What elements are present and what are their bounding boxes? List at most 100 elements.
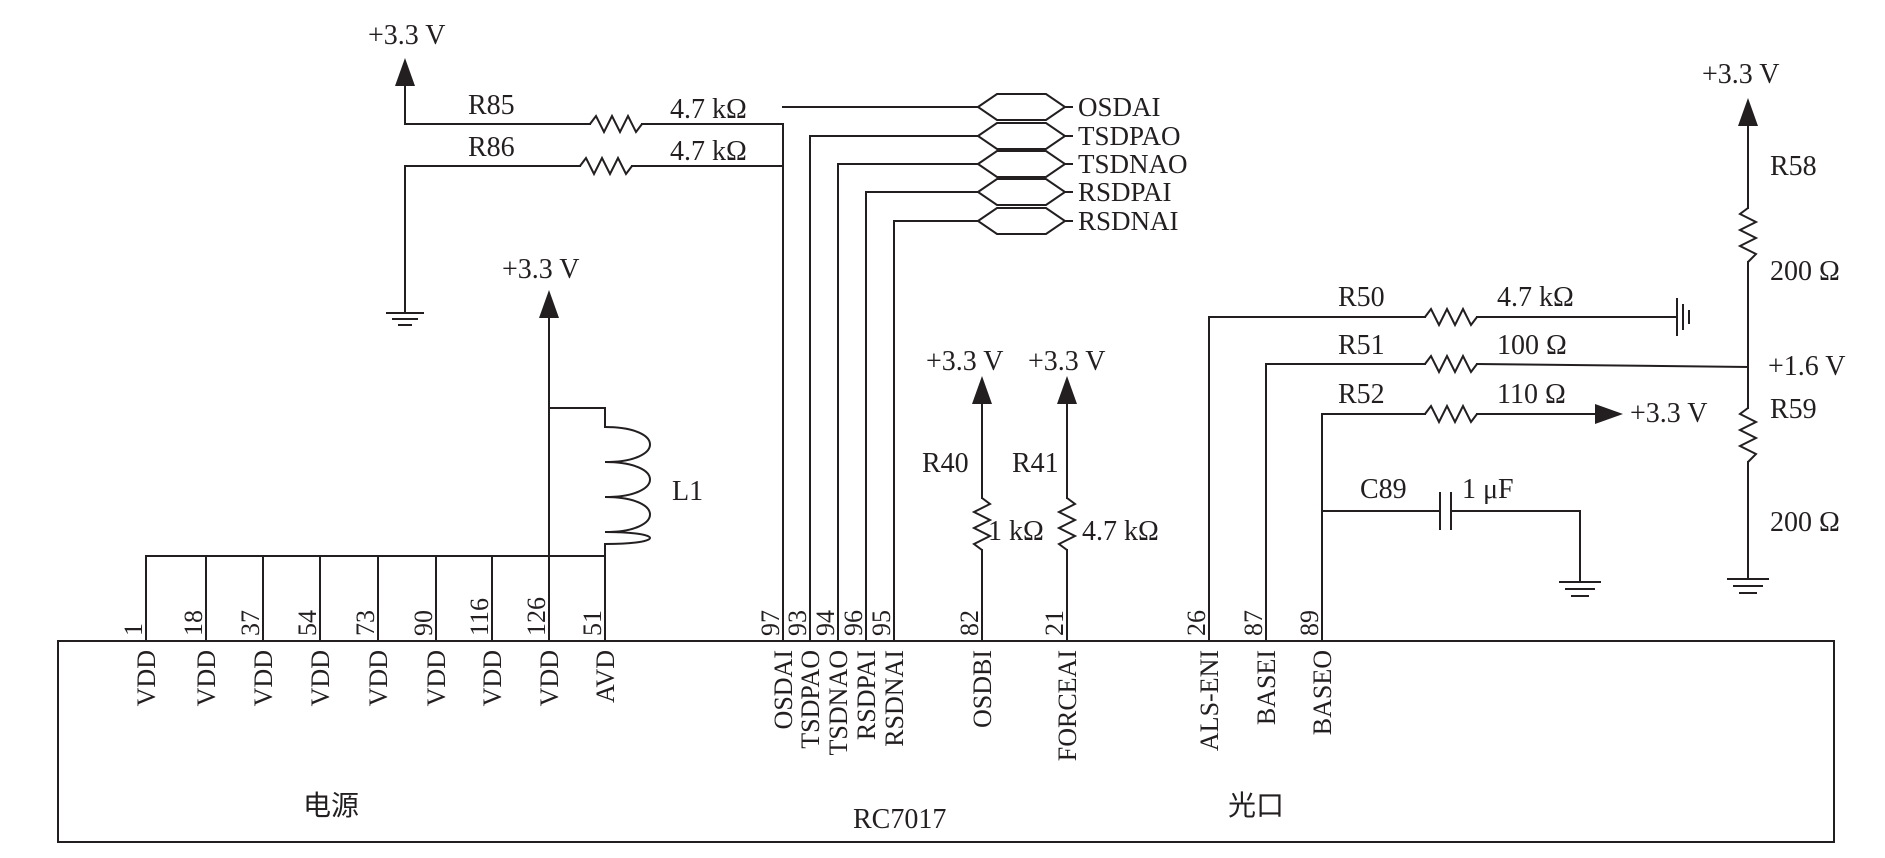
supply-arrow-r52: [1595, 404, 1623, 424]
connector-hexagon: [976, 150, 1067, 178]
r41-value: 4.7 kΩ: [1082, 516, 1159, 547]
supply-label-r52: +3.3 V: [1630, 398, 1708, 429]
r59-value: 200 Ω: [1770, 507, 1840, 538]
pin-name: RSDPAI: [852, 650, 881, 740]
chip-body: [57, 640, 1835, 843]
supply-arrow-r58: [1738, 98, 1758, 126]
pin-number: 1: [119, 623, 148, 636]
resistor-r86: [579, 155, 633, 177]
pin-name: TSDNAO: [824, 650, 853, 755]
pin-name: OSDBI: [968, 650, 997, 728]
connector: OSDAI: [976, 92, 1161, 122]
pin-group: 1VDD18VDD37VDD54VDD73VDD90VDD116VDD126VD…: [119, 597, 1337, 761]
pull-network-r40-r41: +3.3 V R40 1 kΩ +3.3 V R41 4.7 kΩ: [922, 346, 1159, 642]
ground-symbol-r59: [1727, 578, 1769, 594]
r85-value: 4.7 kΩ: [670, 94, 747, 125]
r51-ref: R51: [1338, 330, 1385, 361]
pin-number: 82: [955, 610, 984, 636]
connector-label: TSDNAO: [1078, 149, 1188, 179]
pin-name: ALS-ENI: [1195, 650, 1224, 751]
connector-hexagon: [976, 122, 1067, 150]
pin-name: BASEO: [1308, 650, 1337, 735]
r58-value: 200 Ω: [1770, 256, 1840, 287]
r52-ref: R52: [1338, 379, 1385, 410]
pin-number: 18: [179, 610, 208, 636]
pin-name: VDD: [535, 650, 564, 706]
r51-value: 100 Ω: [1497, 330, 1567, 361]
connector-hexagon: [976, 178, 1067, 206]
pin-name: FORCEAI: [1053, 650, 1082, 761]
resistor-r85: [589, 113, 643, 135]
pin-number: 97: [756, 610, 785, 636]
connector-hexagon: [976, 93, 1067, 121]
pin-name: VDD: [422, 650, 451, 706]
pin-number: 90: [409, 610, 438, 636]
supply-arrow-r41: [1057, 376, 1077, 404]
c89-value: 1 μF: [1462, 474, 1514, 505]
pin-number: 73: [351, 610, 380, 636]
connector: RSDPAI: [976, 177, 1172, 207]
pin-number: 95: [867, 610, 896, 636]
connector-hexagon: [976, 207, 1067, 235]
connector: TSDNAO: [976, 149, 1188, 179]
r58-ref: R58: [1770, 151, 1817, 182]
connector-label: TSDPAO: [1078, 121, 1181, 151]
connector-label: OSDAI: [1078, 92, 1161, 122]
pin-name: AVD: [591, 650, 620, 703]
pin-number: 37: [236, 610, 265, 636]
pin-number: 87: [1239, 610, 1268, 636]
supply-label-r85: +3.3 V: [368, 20, 446, 51]
r50-ref: R50: [1338, 282, 1385, 313]
supply-label-r41: +3.3 V: [1028, 346, 1106, 377]
resistor-r51: [1424, 353, 1478, 375]
mid-voltage-label: +1.6 V: [1768, 351, 1846, 382]
pin-number: 26: [1182, 610, 1211, 636]
chip-name-label: RC7017: [853, 804, 946, 835]
resistor-r50: [1424, 306, 1478, 328]
supply-arrow-r40: [972, 376, 992, 404]
r52-value: 110 Ω: [1497, 379, 1566, 410]
resistor-r58: [1737, 207, 1759, 263]
power-section-label: 电源: [303, 790, 359, 822]
resistor-r41: [1056, 497, 1078, 551]
pin-number: 89: [1295, 610, 1324, 636]
supply-arrow-l1: [539, 290, 559, 318]
r40-ref: R40: [922, 448, 969, 479]
r40-value: 1 kΩ: [988, 516, 1044, 547]
connector-label: RSDPAI: [1078, 177, 1172, 207]
r86-ref: R86: [468, 132, 515, 163]
l1-ref: L1: [672, 476, 703, 507]
pull-network-r85-r86: +3.3 V R85 4.7 kΩ R86 4.7 kΩ: [368, 20, 784, 642]
resistor-r52: [1424, 403, 1478, 425]
pin-number: 94: [811, 610, 840, 636]
pin-name: VDD: [132, 650, 161, 706]
pin-name: VDD: [306, 650, 335, 706]
pin-name: OSDAI: [769, 650, 798, 729]
pin-number: 93: [783, 610, 812, 636]
r85-ref: R85: [468, 90, 515, 121]
supply-label-r58: +3.3 V: [1702, 59, 1780, 90]
supply-label-r40: +3.3 V: [926, 346, 1004, 377]
resistor-r40: [971, 497, 993, 551]
ground-symbol-c89: [1559, 581, 1601, 597]
pin-number: 21: [1040, 610, 1069, 636]
pin-number: 51: [578, 610, 607, 636]
pin-name: VDD: [364, 650, 393, 706]
